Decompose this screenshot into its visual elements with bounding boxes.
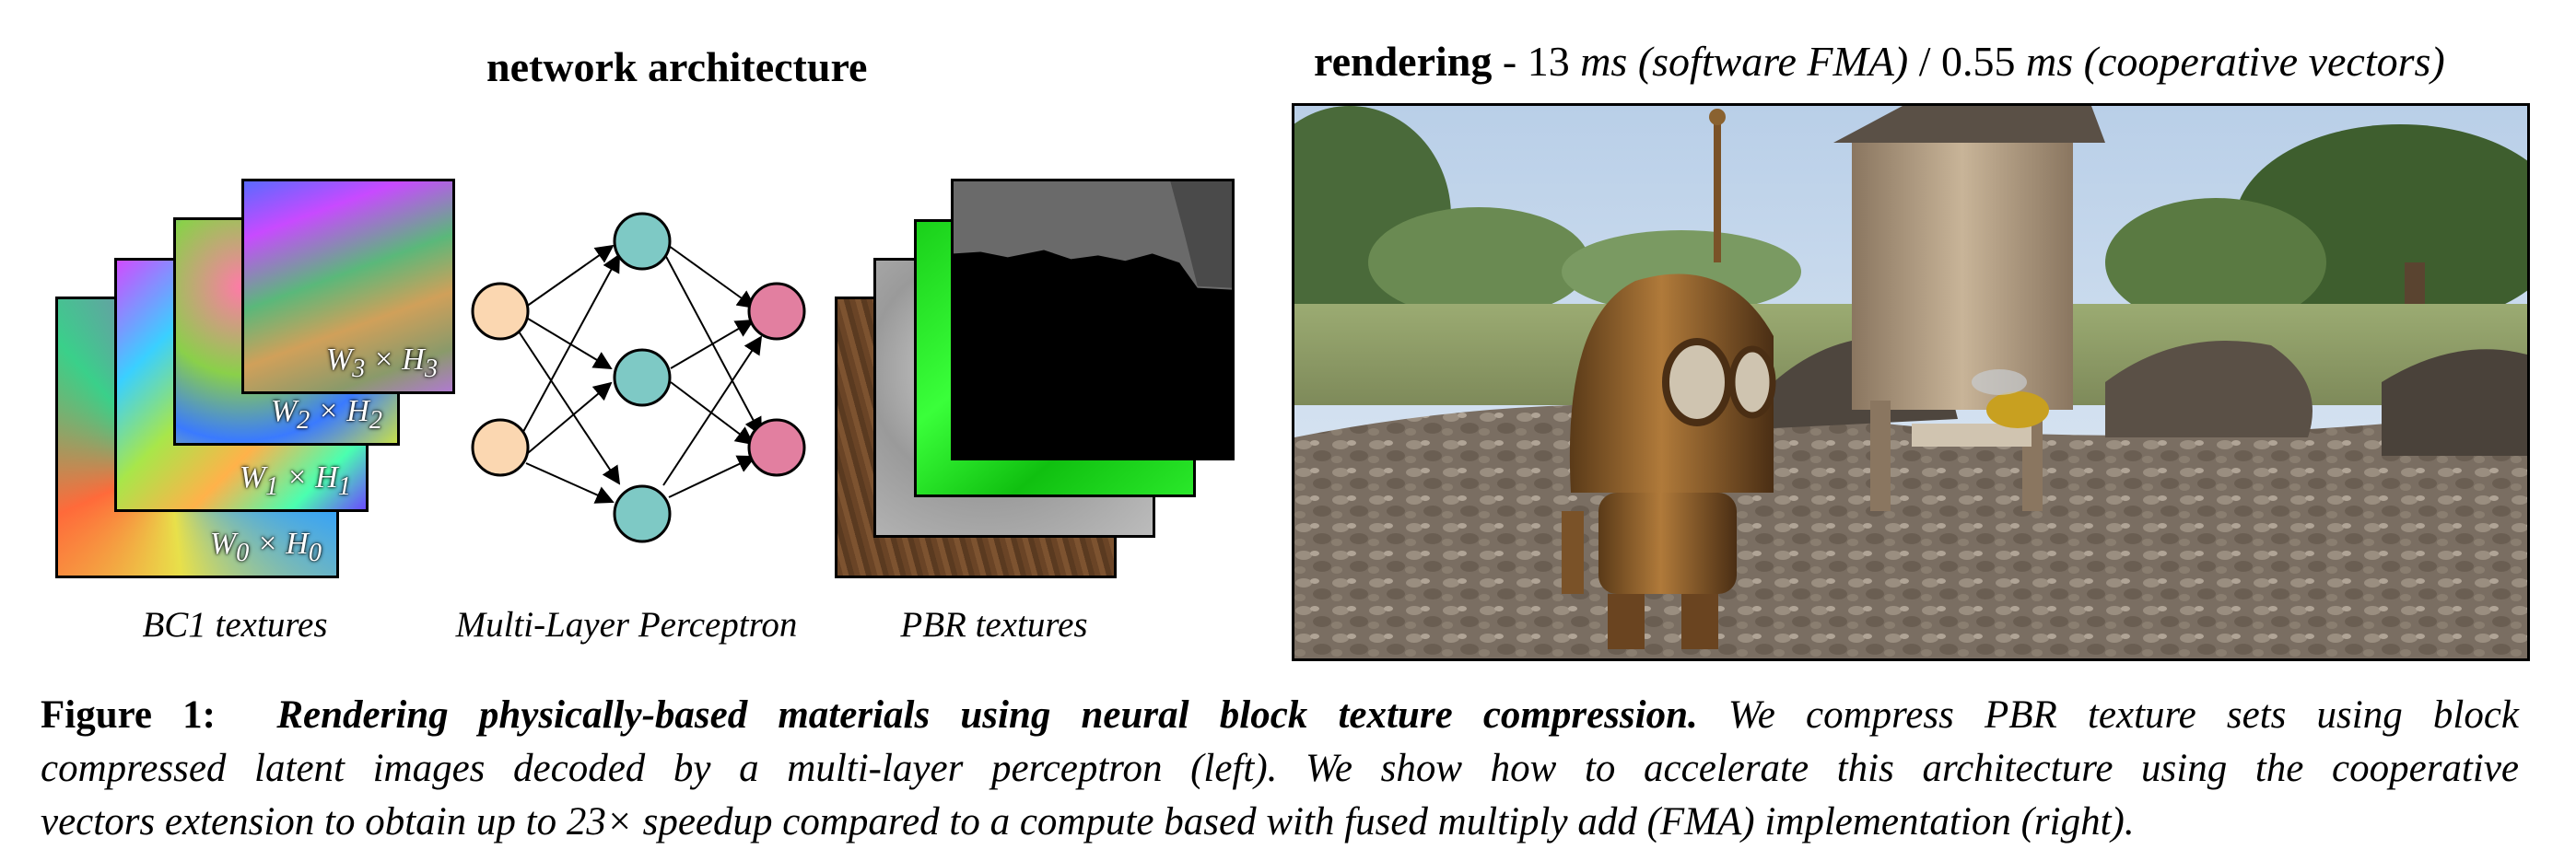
dim-label-0: W0 × H0 [209,527,322,567]
hidden-node-3 [613,484,672,543]
rendering-title: rendering - 13 ms (software FMA) / 0.55 … [1314,41,2445,83]
hidden-node-1 [613,212,672,271]
output-node-1 [747,282,806,341]
rendered-scene-image [1292,103,2530,661]
dim-label-2: W2 × H2 [270,394,382,435]
caption-line-3: vectors extension to obtain up to 23× sp… [41,800,2135,844]
bc1-texture-3: W3 × H3 [241,179,455,394]
figure-label: Figure 1: [41,693,216,737]
caption-line1-rest: We compress PBR texture sets using block [1727,693,2519,737]
caption-line-1: Figure 1: Rendering physically-based mat… [41,689,2519,742]
output-node-2 [747,418,806,477]
bc1-textures-label: BC1 textures [142,605,328,645]
mlp-edges [518,244,763,504]
rendering-title-sep: / 0.55 [1908,38,2027,85]
mlp-diagram [471,212,806,543]
hidden-node-2 [613,348,672,407]
pbr-textures-label: PBR textures [900,605,1088,645]
rendering-title-dash: - 13 [1492,38,1581,85]
rendering-title-bold: rendering [1314,38,1493,85]
network-architecture-title: network architecture [486,43,868,90]
caption-line-2: compressed latent images decoded by a mu… [41,747,2519,790]
dim-label-3: W3 × H3 [325,343,438,383]
figure-caption: Figure 1: Rendering physically-based mat… [41,689,2519,849]
mlp-label: Multi-Layer Perceptron [455,605,798,645]
rendering-title-ms1: ms (software FMA) [1580,38,1909,85]
dim-label-1: W1 × H1 [239,460,351,501]
input-node-2 [471,418,530,477]
caption-bold-title: Rendering physically-based materials usi… [276,693,1698,737]
pbr-texture-height [951,179,1235,460]
input-node-1 [471,282,530,341]
rendering-title-ms2: ms (cooperative vectors) [2026,38,2445,85]
